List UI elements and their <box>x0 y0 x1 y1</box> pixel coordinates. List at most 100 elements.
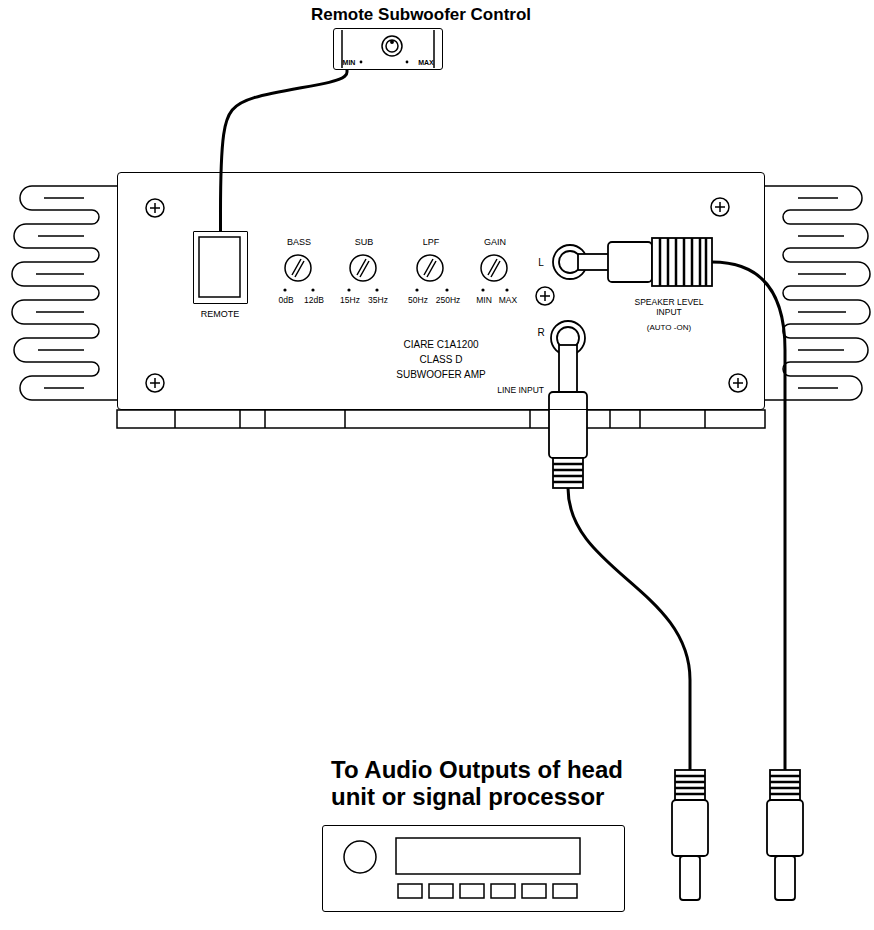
scale-dots <box>283 61 508 292</box>
rca-cables <box>568 262 785 770</box>
scale-label: MIN <box>476 295 492 305</box>
scale-label: 12dB <box>304 295 324 305</box>
screw <box>536 287 554 305</box>
control-label: SUB <box>355 237 374 248</box>
input-label: SPEAKER LEVEL INPUT <box>627 297 711 317</box>
rca-plug-grip <box>652 238 712 286</box>
head-unit-button <box>460 884 484 898</box>
knob-slot <box>424 259 436 277</box>
input-label: LINE INPUT <box>497 385 544 395</box>
rca-plug-neck <box>578 254 610 270</box>
control-label: BASS <box>287 237 311 248</box>
scale-dot <box>347 288 350 291</box>
rca-jacks <box>549 238 712 488</box>
remote-control-box: Remote Subwoofer ControlMINMAX <box>333 28 443 70</box>
heat-sink-fins <box>765 186 870 400</box>
remote-knob-mark <box>391 41 393 43</box>
model-label: CIARE C1A1200 CLASS D SUBWOOFER AMP <box>391 337 491 382</box>
rca-cable <box>568 488 690 770</box>
screw-cross <box>150 378 160 388</box>
scale-dot <box>375 288 378 291</box>
base-lip <box>117 410 765 428</box>
head-unit-button <box>491 884 515 898</box>
screw-cross <box>540 291 550 301</box>
heat-sink-fins <box>12 186 117 400</box>
head-unit-knob <box>344 841 376 873</box>
screw <box>146 199 164 217</box>
destination-heading: To Audio Outputs of head unit or signal … <box>331 756 651 810</box>
rca-plug-grip <box>553 458 583 488</box>
rca-plug-body <box>672 800 708 856</box>
rca-plug-grip <box>770 770 800 800</box>
rca-plug-ribs <box>553 464 583 482</box>
scale-label: MAX <box>418 59 434 67</box>
head-unit-face <box>344 838 580 898</box>
control-knobs <box>285 255 507 281</box>
scale-label: MIN <box>343 59 356 67</box>
head-unit-button <box>553 884 577 898</box>
scale-label: 15Hz <box>340 295 360 305</box>
knob <box>350 255 376 281</box>
scale-dot <box>445 288 448 291</box>
scale-dot <box>283 288 286 291</box>
knob <box>417 255 443 281</box>
control-label: GAIN <box>484 237 506 248</box>
rca-plug-pin <box>775 856 795 900</box>
scale-dot <box>505 288 508 291</box>
remote-knob-cap <box>386 40 398 52</box>
input-note: (AUTO -ON) <box>647 323 691 333</box>
control-label: LPF <box>423 237 440 248</box>
remote-port: REMOTE <box>193 231 248 304</box>
screw <box>146 374 164 392</box>
remote-control-body <box>199 30 434 297</box>
screw-cross <box>715 202 725 212</box>
amplifier-face <box>117 172 765 410</box>
knob-slot <box>357 259 369 277</box>
head-unit-button <box>398 884 422 898</box>
head-unit-box: To Audio Outputs of head unit or signal … <box>322 825 625 912</box>
scale-dot <box>481 288 484 291</box>
scale-label: 0dB <box>278 295 293 305</box>
rca-plug-ribs <box>770 776 800 794</box>
remote-port-socket <box>199 237 240 297</box>
rca-plug-ribs <box>660 238 706 286</box>
control-heading: Remote Subwoofer Control <box>311 5 531 25</box>
head-unit-button <box>429 884 453 898</box>
channel-label: R <box>537 327 544 339</box>
base-lip-segments <box>175 410 705 428</box>
rca-plug-body <box>549 392 587 458</box>
screw <box>729 374 747 392</box>
amplifier-panel: BASS 0dB 12dB SUB 15Hz 35Hz LPF 50Hz 250Hz GAIN MI… <box>117 172 765 410</box>
screw-cross <box>150 203 160 213</box>
scale-label: 250Hz <box>436 295 461 305</box>
screws <box>146 198 747 392</box>
scale-dot <box>311 288 314 291</box>
head-unit-button <box>522 884 546 898</box>
port-label: REMOTE <box>201 309 240 320</box>
screw-cross <box>733 378 743 388</box>
base-lip <box>117 410 765 428</box>
scale-dot <box>406 61 409 64</box>
knob <box>481 255 507 281</box>
rca-plug-body <box>767 800 803 856</box>
rca-cable <box>712 262 785 770</box>
scale-label: 35Hz <box>368 295 388 305</box>
rca-plug-pin <box>680 856 700 900</box>
knob <box>285 255 311 281</box>
rca-plug-body <box>608 242 652 282</box>
channel-label: L <box>538 257 544 269</box>
knob-slot <box>488 259 500 277</box>
remote-knob <box>382 36 402 56</box>
knob-slot <box>292 259 304 277</box>
scale-label: 50Hz <box>408 295 428 305</box>
rca-plug-grip <box>675 770 705 800</box>
scale-label: MAX <box>499 295 517 305</box>
scale-dot <box>415 288 418 291</box>
rca-plug-neck <box>559 345 577 392</box>
scale-dot <box>360 61 363 64</box>
remote-cable <box>221 70 348 231</box>
remote-edge-lines <box>342 30 434 68</box>
rca-plug-ribs <box>675 776 705 794</box>
head-unit-display <box>396 838 580 874</box>
